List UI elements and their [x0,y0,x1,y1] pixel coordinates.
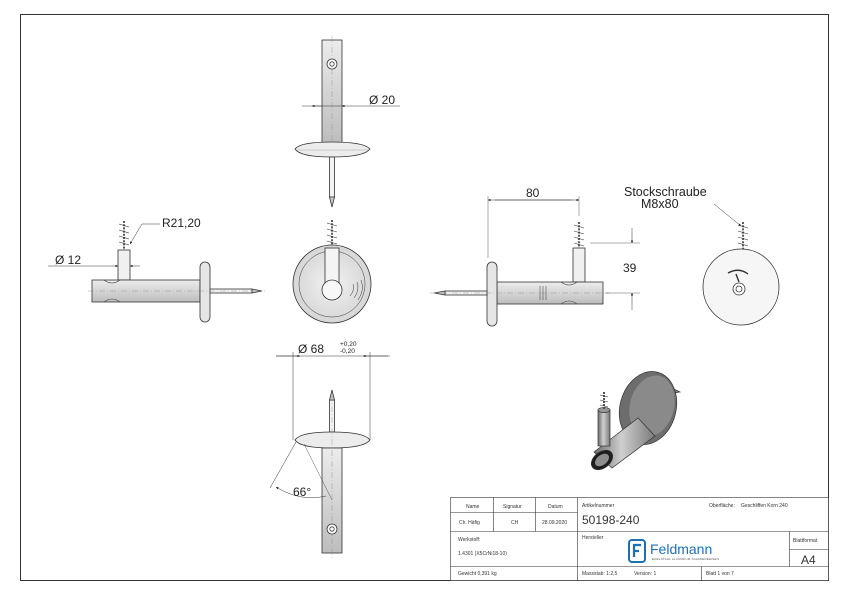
tb-col-signature: Signatur [503,504,522,510]
center-front-view [292,220,372,324]
tb-surface-label: Oberfläche: [709,503,735,509]
dim-dia-20: Ø 20 [369,93,395,107]
back-view [702,203,780,326]
tb-material-label: Werkstoff: [458,537,481,543]
dim-angle-66: 66° [293,485,311,499]
tb-surface-value: Geschliffen Korn 240 [741,503,788,509]
tb-version: Version: 1 [634,571,657,577]
dim-r-21-20: R21,20 [162,216,201,230]
tb-article-label: Artikelnummer [582,503,615,509]
dim-tol-plus: +0,20 [340,341,357,348]
tb-col-name: Name [466,504,480,510]
tb-format-label: Blattformat [793,538,818,544]
tb-scale: Massstab: 1:2,5 [582,571,618,577]
tb-weight: Gewicht 0,391 kg [458,571,497,577]
dim-dia-12: Ø 12 [55,253,81,267]
tb-article-value: 50198-240 [582,513,640,527]
tb-col-date: Datum [548,504,563,510]
tb-sheet: Blatt 1 von 7 [706,571,734,577]
company-tagline: EDELSTAHL ALUMINIUM SCHMIEDEEISEN [652,557,719,561]
tb-format-value: A4 [801,553,816,567]
dim-height-39: 39 [623,261,637,275]
isometric-view [590,371,682,471]
top-view [294,36,400,208]
company-logo: Feldmann EDELSTAHL ALUMINIUM SCHMIEDEEIS… [628,539,748,563]
left-view [48,221,265,323]
bottom-view [269,352,390,560]
tb-manufacturer-label: Hersteller [582,535,604,541]
right-side-view [430,196,640,327]
dim-dia-68: Ø 68 [298,342,324,356]
tb-date-value: 28.09.2020 [542,520,568,526]
screw-label-line1: Stockschraube [624,185,707,199]
tb-name-value: Ch. Häfig [459,520,480,526]
company-name: Feldmann [650,541,713,557]
dim-length-80: 80 [526,186,540,200]
sheet-border [20,14,829,581]
dim-tol-minus: -0,20 [340,348,355,355]
feldmann-logo-icon [628,539,646,563]
screw-label-line2: M8x80 [641,197,679,211]
tb-signature-value: CH [511,520,519,526]
tb-material-value: 1.4301 (X5CrNi18-10) [458,551,507,557]
